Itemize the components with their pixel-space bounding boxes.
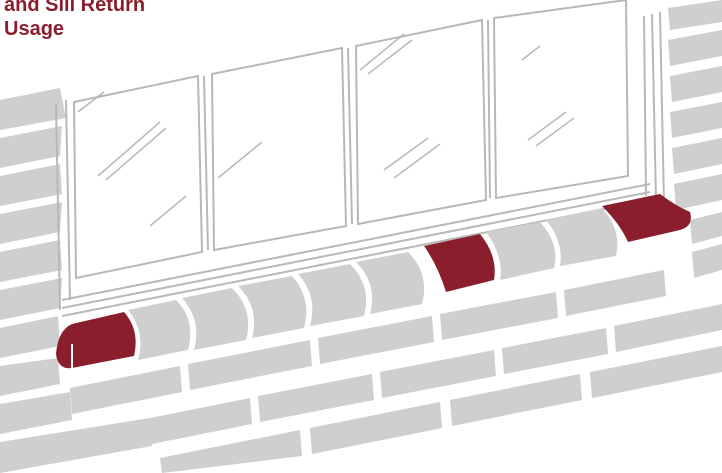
wall-brick <box>160 430 302 473</box>
wall-brick <box>188 340 312 390</box>
diagram-caption: and Sill Return Usage <box>4 0 145 41</box>
wall-brick <box>668 0 722 30</box>
wall-brick <box>564 270 666 316</box>
wall-brick <box>0 126 62 168</box>
wall-brick <box>668 30 722 66</box>
wall-brick <box>0 392 72 434</box>
wall-brick <box>670 66 722 102</box>
sill-brick <box>298 264 367 326</box>
frame-right-outer-2 <box>659 11 665 205</box>
wall-brick <box>674 174 722 210</box>
wall-brick <box>70 366 182 414</box>
wall-brick <box>318 316 434 364</box>
frame-left-inner <box>65 99 71 301</box>
sill-brick-highlighted <box>424 234 495 292</box>
sill-brick <box>182 288 249 350</box>
wall-brick <box>0 240 62 282</box>
sill-brick <box>356 252 425 314</box>
frame-right-inner <box>643 15 647 197</box>
wall-brick <box>690 212 722 244</box>
sill-brick-highlighted <box>56 312 136 369</box>
wall-brick <box>310 402 442 454</box>
wall-brick <box>672 138 722 174</box>
sill-brick <box>238 276 307 338</box>
wall-brick <box>0 202 62 244</box>
window-pane-2 <box>210 46 348 252</box>
sill-brick <box>546 208 618 266</box>
mullion-2 <box>347 47 353 225</box>
wall-brick <box>130 398 252 448</box>
sill-bricks <box>56 194 691 369</box>
caption-line-1: and Sill Return <box>4 0 146 16</box>
wall-brick <box>0 88 66 130</box>
wall-brick <box>0 164 62 206</box>
lower-brick-courses <box>70 270 722 473</box>
wall-brick <box>590 346 722 398</box>
wall-brick <box>614 304 722 352</box>
sill-brick-highlighted <box>602 194 691 242</box>
wall-brick <box>0 278 62 320</box>
mullion-3 <box>487 19 491 199</box>
glass-reflection-lines <box>77 33 575 227</box>
window-pane-3 <box>354 18 488 226</box>
right-brick-wall <box>668 0 722 278</box>
wall-brick <box>440 292 558 340</box>
wall-brick <box>502 328 608 374</box>
frame-right-outer <box>651 13 657 201</box>
sill-top-edge <box>61 183 651 301</box>
mullion-1 <box>203 75 209 251</box>
window-pane-4 <box>492 0 630 200</box>
wall-brick <box>258 374 374 422</box>
wall-brick <box>692 244 722 278</box>
wall-brick <box>0 316 60 358</box>
sill-brick <box>486 222 556 280</box>
wall-brick <box>450 374 582 426</box>
sill-brick <box>128 300 191 360</box>
sill-top-edge-2 <box>61 191 651 309</box>
wall-brick <box>0 358 60 396</box>
window-frame <box>55 0 665 317</box>
frame-left-outer <box>55 103 61 311</box>
wall-brick <box>380 350 496 398</box>
caption-line-2: Usage <box>4 18 65 40</box>
wall-brick <box>0 418 152 473</box>
wall-brick <box>670 102 722 138</box>
left-brick-wall <box>0 88 152 473</box>
window-pane-1 <box>72 74 204 280</box>
